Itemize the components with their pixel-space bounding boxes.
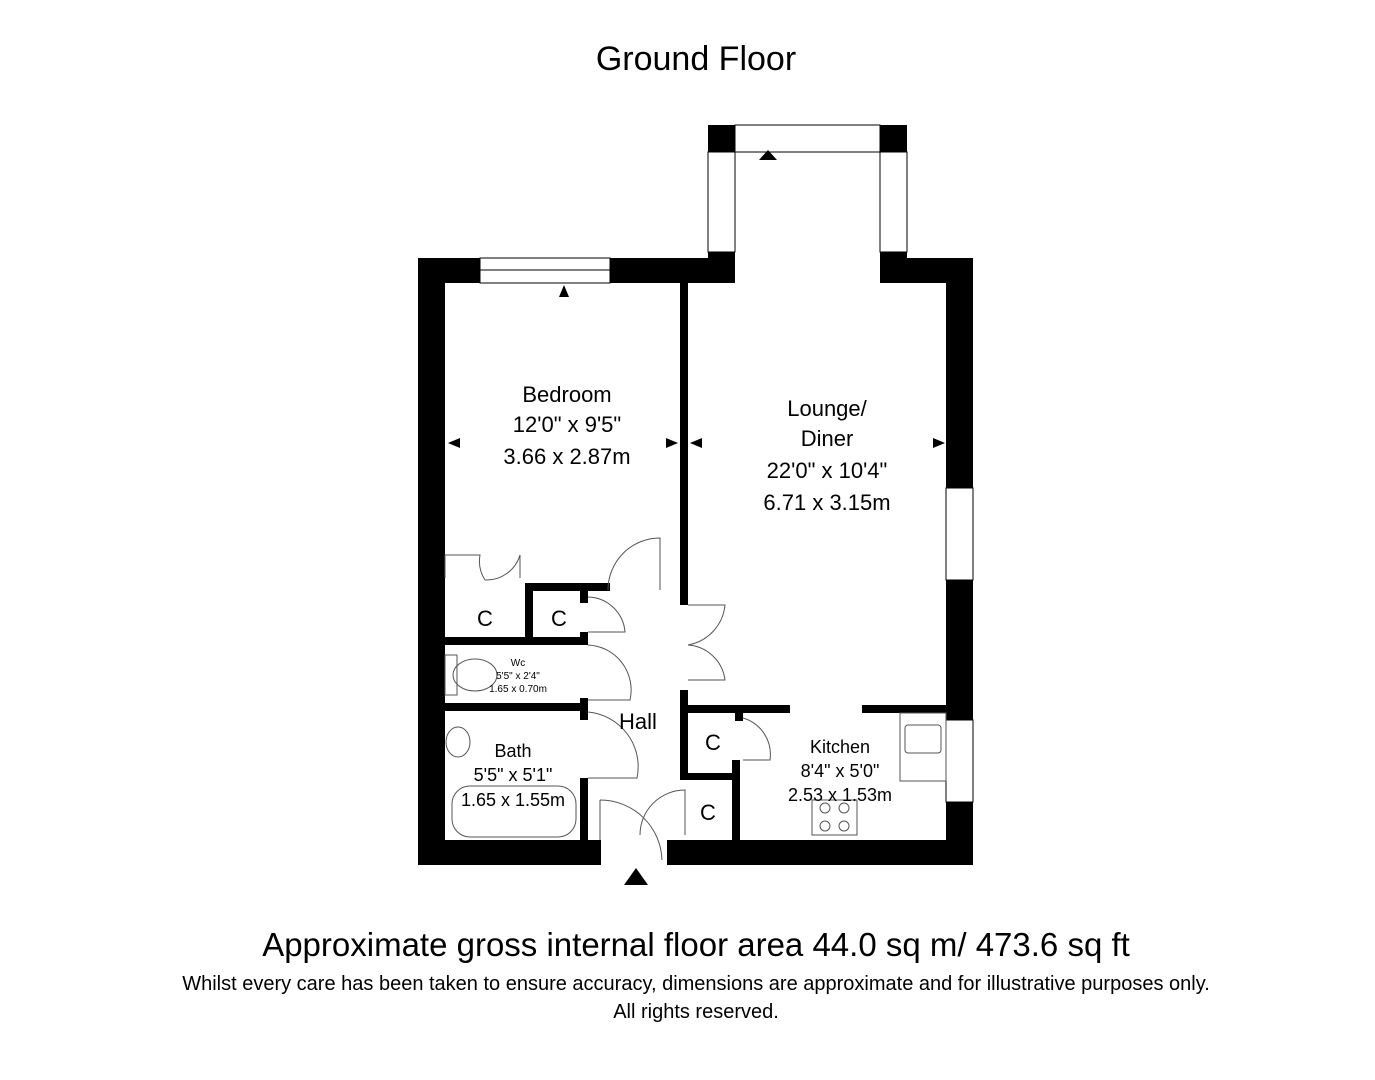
bathtub	[451, 785, 577, 838]
bay-window-top	[734, 124, 881, 153]
lounge-name-2: Diner	[801, 426, 854, 451]
rights: All rights reserved.	[613, 1001, 779, 1023]
disclaimer: Whilst every care has been taken to ensu…	[182, 973, 1210, 995]
wc-metric: 1.65 x 0.70m	[489, 684, 547, 695]
bath-name: Bath	[494, 741, 531, 761]
cupboard-3: C	[705, 730, 721, 755]
room-labels: Bedroom 12'0" x 9'5" 3.66 x 2.87m Lounge…	[461, 382, 892, 825]
bath-imperial: 5'5" x 5'1"	[474, 765, 553, 785]
lounge-imperial: 22'0" x 10'4"	[767, 458, 888, 483]
lounge-name-1: Lounge/	[787, 396, 867, 421]
toilet-cistern	[444, 654, 458, 696]
lounge-metric: 6.71 x 3.15m	[763, 490, 890, 515]
walls	[418, 124, 974, 865]
kitchen-name: Kitchen	[810, 737, 870, 757]
kitchen-imperial: 8'4" x 5'0"	[801, 761, 880, 781]
bedroom-imperial: 12'0" x 9'5"	[513, 412, 621, 437]
kitchen-window	[945, 719, 974, 803]
cupboard-1: C	[477, 606, 493, 631]
floor-title: Ground Floor	[596, 40, 796, 78]
bath-metric: 1.65 x 1.55m	[461, 790, 565, 810]
sink	[904, 724, 942, 754]
doors-fixtures	[444, 150, 947, 885]
lounge-window	[945, 487, 974, 581]
hall-name: Hall	[619, 709, 657, 734]
bedroom-name: Bedroom	[522, 382, 611, 407]
cupboard-4: C	[700, 800, 716, 825]
basin	[445, 726, 471, 758]
sink-unit	[899, 712, 947, 782]
bay-window-right	[879, 151, 908, 253]
bedroom-metric: 3.66 x 2.87m	[503, 444, 630, 469]
floor-area: Approximate gross internal floor area 44…	[262, 926, 1130, 963]
toilet	[452, 658, 498, 692]
wc-name: Wc	[511, 658, 525, 669]
hob	[811, 799, 858, 836]
wc-imperial: 5'5" x 2'4"	[496, 671, 540, 682]
bay-window-left	[707, 151, 736, 253]
kitchen-metric: 2.53 x 1.53m	[788, 785, 892, 805]
cupboard-2: C	[551, 606, 567, 631]
